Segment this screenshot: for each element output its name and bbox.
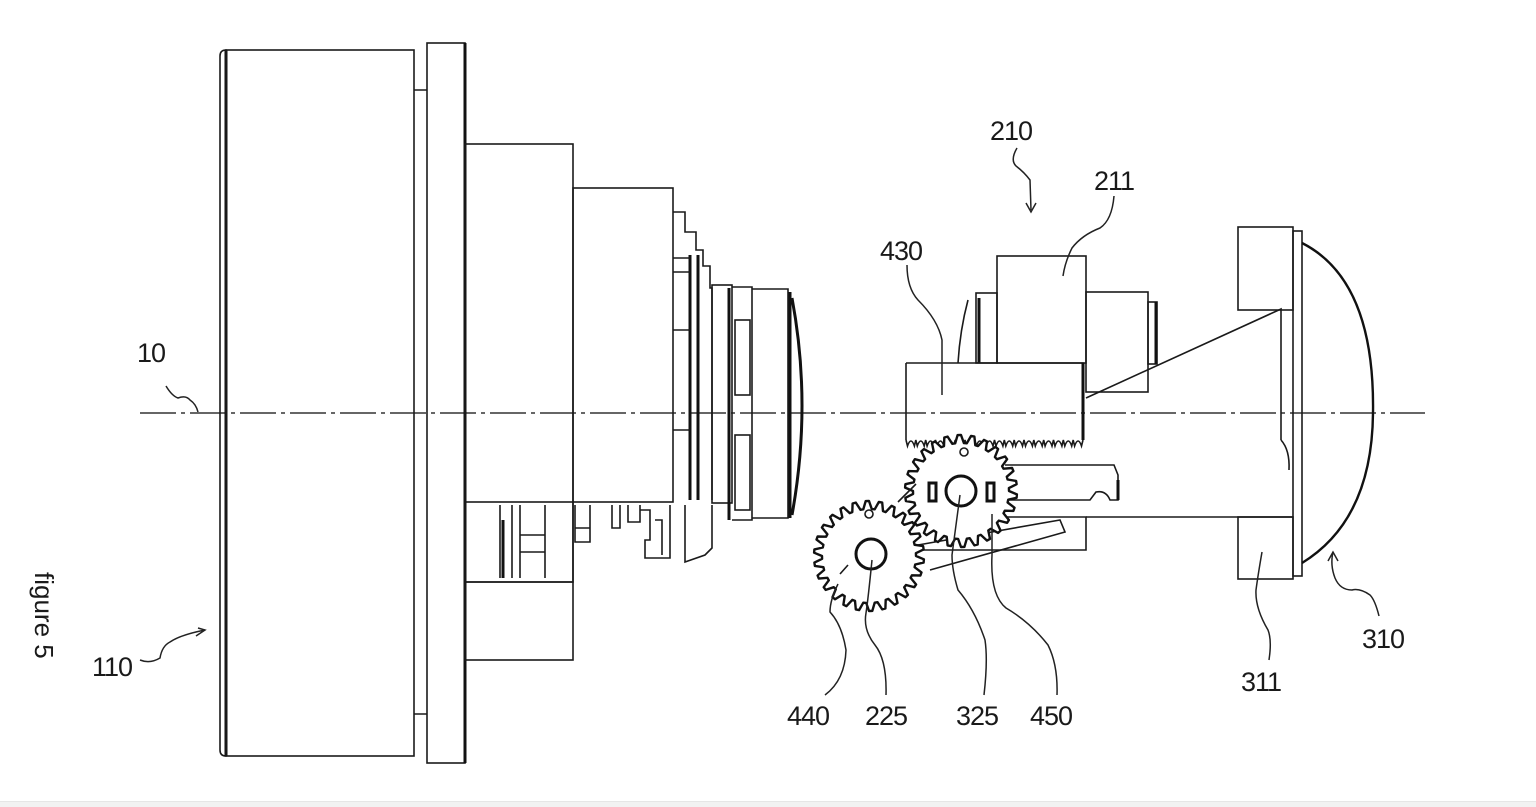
label-225: 225 bbox=[865, 701, 907, 731]
bottom-border bbox=[0, 801, 1536, 807]
label-325: 325 bbox=[956, 701, 998, 731]
label-110: 110 bbox=[92, 652, 132, 682]
cone-housing bbox=[1085, 226, 1303, 580]
lens-dome bbox=[1301, 241, 1375, 565]
label-311: 311 bbox=[1241, 667, 1281, 697]
label-10: 10 bbox=[137, 338, 165, 368]
label-440: 440 bbox=[787, 701, 829, 731]
label-210: 210 bbox=[990, 116, 1032, 146]
gear-link bbox=[897, 483, 917, 503]
label-430: 430 bbox=[880, 236, 922, 266]
leader-lines bbox=[139, 147, 1380, 696]
drive-gear-440 bbox=[812, 499, 926, 613]
upper-block-assembly bbox=[957, 255, 1158, 393]
rack bbox=[905, 362, 1085, 440]
figure-caption: figure 5 bbox=[29, 572, 59, 659]
idler-gear-450 bbox=[903, 433, 1019, 549]
label-211: 211 bbox=[1094, 166, 1134, 196]
lower-mechanism bbox=[464, 501, 713, 583]
label-450: 450 bbox=[1030, 701, 1072, 731]
label-310: 310 bbox=[1362, 624, 1404, 654]
lens-barrel bbox=[464, 143, 804, 661]
base-housing bbox=[219, 42, 467, 764]
rack-teeth bbox=[905, 439, 1084, 449]
